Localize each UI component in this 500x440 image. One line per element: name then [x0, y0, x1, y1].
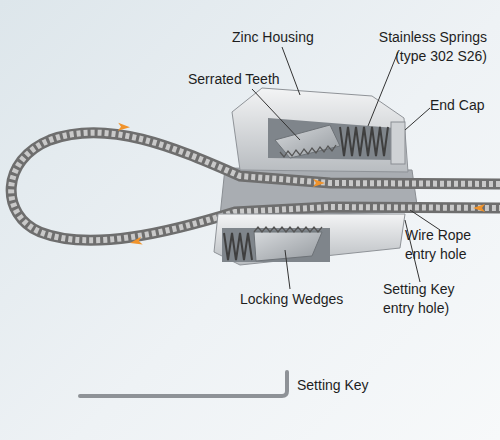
leader-line [282, 47, 300, 95]
part-label: Zinc Housing [232, 28, 342, 47]
leader-line [252, 89, 300, 140]
part-label: Setting Key [297, 376, 407, 395]
leader-line [368, 52, 398, 126]
direction-arrow [118, 123, 130, 132]
leader-line [285, 250, 290, 289]
locking-wedge [275, 125, 340, 158]
direction-arrow [313, 179, 325, 187]
part-label: Locking Wedges [240, 290, 370, 309]
part-label: End Cap [430, 96, 500, 115]
leader-line [405, 108, 430, 130]
direction-arrow [129, 237, 142, 247]
part-label: Serrated Teeth [188, 70, 308, 89]
upper-cutaway [268, 118, 395, 160]
spring-symbol [340, 127, 388, 156]
locking-wedge [254, 232, 322, 261]
spring-symbol [224, 233, 252, 260]
direction-arrow [473, 204, 485, 212]
lower-housing [214, 214, 405, 265]
part-label: Setting Key entry hole) [383, 280, 467, 318]
end-cap [391, 122, 405, 164]
lower-cutaway [222, 228, 330, 262]
part-label: Wire Rope entry hole [405, 226, 483, 264]
serrated-teeth [280, 145, 336, 157]
serrated-teeth [254, 227, 322, 232]
part-label: Stainless Springs (type 302 S26) [363, 28, 487, 66]
setting-key [80, 372, 287, 396]
upper-housing [232, 88, 408, 172]
